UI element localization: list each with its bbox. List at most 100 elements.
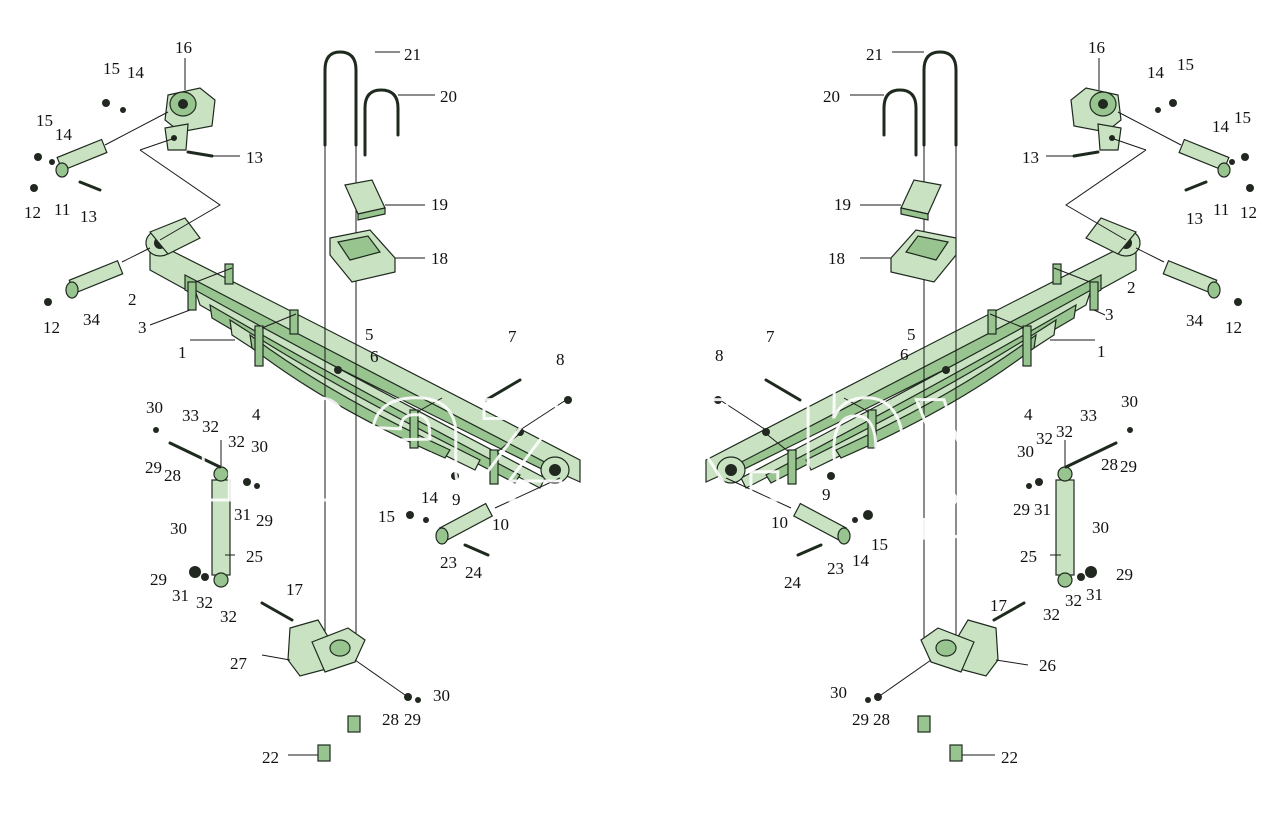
callout-label: 29: [1120, 457, 1137, 476]
callout-label: 14: [1212, 117, 1230, 136]
callout-label: 9: [822, 485, 831, 504]
callout-label: 32: [1065, 591, 1082, 610]
callout-label: 14: [852, 551, 870, 570]
right-pads: [890, 179, 957, 283]
left-u-bolts: [323, 50, 400, 640]
right-leaf-spring: [705, 217, 1141, 489]
callout-label: 25: [1020, 547, 1037, 566]
callout-label: 3: [138, 318, 147, 337]
callout-label: 2: [1127, 278, 1136, 297]
callout-label: 5: [365, 325, 374, 344]
callout-leaders: [149, 51, 1106, 756]
callout-label: 18: [431, 249, 448, 268]
callout-label: 30: [1121, 392, 1138, 411]
callout-label: 31: [172, 586, 189, 605]
callout-label: 11: [1213, 200, 1229, 219]
callout-label: 10: [771, 513, 788, 532]
left-center-bolts: [334, 366, 572, 480]
callout-label: 26: [1039, 656, 1056, 675]
callout-label: 9: [452, 490, 461, 509]
callout-label: 5: [907, 325, 916, 344]
callout-label: 4: [1024, 405, 1033, 424]
callout-label: 13: [246, 148, 263, 167]
callout-label: 30: [433, 686, 450, 705]
callout-label: 20: [823, 87, 840, 106]
callout-label: 29: [1013, 500, 1030, 519]
callout-label: 1: [178, 343, 187, 362]
callout-label: 8: [556, 350, 565, 369]
callout-label: 24: [784, 573, 802, 592]
callout-label: 11: [54, 200, 70, 219]
callout-label: 15: [36, 111, 53, 130]
left-front-bracket: [30, 87, 221, 241]
right-u-bolts: [882, 50, 958, 640]
callout-label: 1: [1097, 342, 1106, 361]
callout-label: 31: [234, 505, 251, 524]
callout-label: 34: [83, 310, 101, 329]
callout-label: 30: [830, 683, 847, 702]
left-assembly: [30, 50, 581, 762]
callout-label: 23: [827, 559, 844, 578]
left-leaf-spring: [145, 217, 581, 489]
callout-label: 13: [1186, 209, 1203, 228]
callout-label: 25: [246, 547, 263, 566]
callout-label: 7: [766, 327, 775, 346]
callout-label: 22: [1001, 748, 1018, 767]
callout-label: 29: [256, 511, 273, 530]
callout-label: 30: [251, 437, 268, 456]
callout-label: 32: [1036, 429, 1053, 448]
callout-label: 12: [43, 318, 60, 337]
callout-label: 28: [873, 710, 890, 729]
callout-label: 14: [127, 63, 145, 82]
callout-label: 30: [170, 519, 187, 538]
callout-label: 15: [1177, 55, 1194, 74]
callout-label: 6: [900, 345, 909, 364]
callout-label: 10: [492, 515, 509, 534]
right-center-bolts: [714, 366, 950, 480]
callout-label: 12: [1240, 203, 1257, 222]
callout-label: 15: [378, 507, 395, 526]
right-front-bracket: [1065, 87, 1254, 241]
callout-label: 32: [202, 417, 219, 436]
callout-label: 14: [55, 125, 73, 144]
callout-label: 32: [220, 607, 237, 626]
callout-label: 19: [431, 195, 448, 214]
callout-label: 34: [1186, 311, 1204, 330]
left-spring-seat: [260, 601, 421, 762]
callout-label: 31: [1034, 500, 1051, 519]
left-shock-absorber: [153, 427, 260, 588]
callout-label: 31: [1086, 585, 1103, 604]
callout-label: 14: [421, 488, 439, 507]
callout-label: 15: [103, 59, 120, 78]
callout-label: 28: [164, 466, 181, 485]
left-pads: [329, 179, 396, 283]
callout-label: 2: [128, 290, 137, 309]
callout-label: 15: [1234, 108, 1251, 127]
callout-label: 29: [150, 570, 167, 589]
callout-label: 15: [871, 535, 888, 554]
callout-label: 33: [1080, 406, 1097, 425]
right-callouts: 21 20 16 14 15 13 14 15 19 13 11 12 18 2…: [715, 38, 1257, 767]
callout-label: 14: [1147, 63, 1165, 82]
callout-label: 28: [1101, 455, 1118, 474]
callout-label: 33: [182, 406, 199, 425]
callout-label: 32: [1056, 422, 1073, 441]
callout-label: 32: [1043, 605, 1060, 624]
callout-label: 7: [508, 327, 517, 346]
callout-label: 19: [834, 195, 851, 214]
callout-label: 18: [828, 249, 845, 268]
callout-label: 12: [1225, 318, 1242, 337]
callout-label: 22: [262, 748, 279, 767]
right-shackle-pin: [1135, 247, 1242, 306]
callout-label: 20: [440, 87, 457, 106]
left-shackle-pin: [44, 247, 151, 306]
callout-label: 13: [80, 207, 97, 226]
right-shock-absorber: [1026, 427, 1133, 588]
callout-label: 4: [252, 405, 261, 424]
watermark-text: mazik.by: [190, 329, 1025, 541]
callout-label: 30: [1017, 442, 1034, 461]
left-rear-pin: [406, 477, 561, 557]
callout-label: 17: [286, 580, 304, 599]
